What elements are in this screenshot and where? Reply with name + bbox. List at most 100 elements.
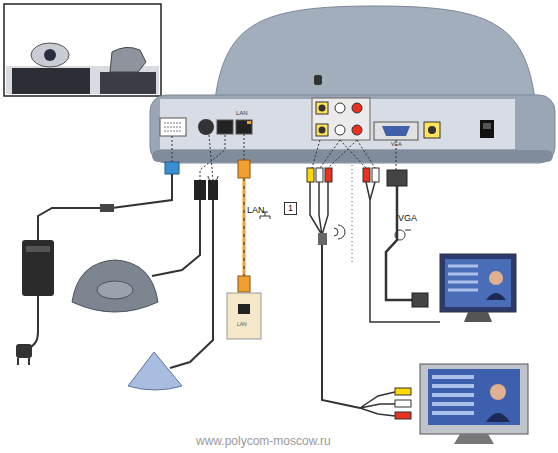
power-brick [22,240,54,296]
vga-cable [386,186,412,300]
dc-cable [38,174,172,240]
red-jack [352,103,362,113]
red-plug [325,168,332,182]
cable-leads [360,392,395,416]
lan-plug [238,160,250,178]
screen-person [490,384,506,400]
monitor-screen [445,259,511,307]
vga-connection [340,140,528,444]
white-jack [335,103,345,113]
base-unit [150,6,555,163]
conference-phone [72,260,158,312]
red-plug [363,168,370,182]
svideo-hole [319,127,326,134]
unit-dome [215,6,535,100]
guide-line [312,140,357,168]
red-jack [352,125,362,135]
white-plug [372,168,379,182]
mic-cable [170,200,213,368]
audio-devices [72,135,225,390]
callout-number: 1 [288,204,293,213]
camera-side [110,47,146,72]
vga-plug [387,170,407,186]
white-plug [316,168,323,182]
mains-cable [28,296,38,348]
phone-port [217,120,233,134]
dc-pins [164,123,182,131]
unit-panel [160,99,515,149]
monitor [440,254,516,312]
tv-stand [100,72,156,94]
white-jack [335,125,345,135]
wall-port [238,304,250,314]
guide-line [340,140,396,170]
inset-frame [4,4,161,96]
callout-box: 1 [284,202,297,215]
divider-line [352,165,353,265]
lan-led [247,121,251,124]
camera-body [31,43,69,67]
dc-port [160,118,186,136]
port-label: VGA [398,214,417,223]
plug-pins [18,358,29,365]
phone-plug [194,180,206,200]
cable-junction [318,233,327,245]
vga-port [374,122,418,140]
yellow-plug [395,388,411,395]
wall-jack [227,293,261,339]
cable-leads [310,182,328,235]
phone-keypad [97,281,133,299]
red-plug [395,412,411,419]
vga-plug [412,293,428,307]
monitor-stand [464,312,492,322]
white-plug [395,400,411,407]
screen-person [489,271,503,285]
svideo-hole [319,105,326,112]
port-label: LAN [236,110,248,116]
av-block [312,98,370,140]
television-screen [428,369,520,425]
din-port [198,119,214,135]
mains-plug [16,344,32,358]
television-stand [454,434,494,444]
mic-plug [208,180,218,200]
guide-line [244,134,245,160]
screen-menu [432,377,474,413]
cable-ferrite [100,204,114,212]
phone-cable [152,200,200,276]
screen-person [486,293,506,300]
svideo-jack [316,124,328,136]
power-switch [480,120,494,138]
audio-icon [334,225,345,239]
vga-socket [382,126,410,136]
tv-set [12,68,90,94]
av-cable [322,245,360,408]
microphone-pod [128,352,182,390]
lan-cable-stripe [244,178,245,292]
guide-line [200,135,225,180]
brick-label [26,246,50,252]
port-label: VGA [391,142,402,147]
unit-base [152,150,553,162]
switch-rocker [483,123,491,129]
camera-lens [44,49,56,61]
power-supply [16,136,179,365]
port-label: LAN [247,206,265,215]
vga-icon [395,230,411,240]
mic-symbol [208,176,218,181]
svideo-jack [316,102,328,114]
screen-menu [448,266,478,290]
lan-connection [227,134,270,339]
port-label: LAN [237,322,247,327]
guide-line [172,136,173,162]
audio-cable [366,182,440,322]
lan-cable [243,178,246,292]
inset-picture [4,4,161,96]
svideo-out [424,122,440,138]
composite-cable [307,140,411,419]
television [420,364,528,434]
